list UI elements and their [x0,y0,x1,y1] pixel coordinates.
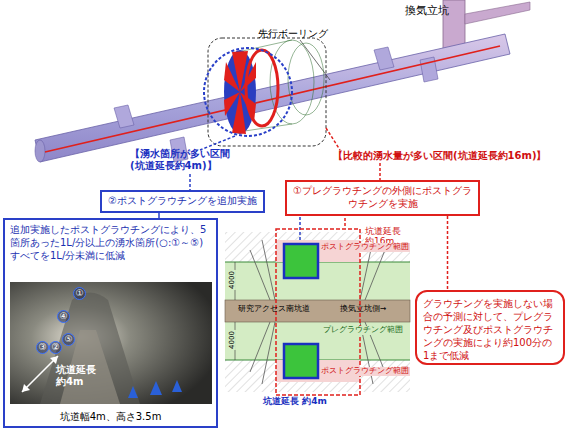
dimension: 坑道延長 約4m [56,364,106,387]
dimension: 4000 [228,270,236,290]
callout-number: ② [49,341,62,354]
connector [447,216,449,290]
tunnel-name: 研究アクセス南坑道 [238,305,310,314]
result-panel: 追加実施したポストグラウチングにより、5箇所あった1L/分以上の湧水箇所(○:①… [3,218,218,428]
part-name: 換気立坑 [405,5,449,18]
range-label: ポストグラウチング範囲 [320,367,410,376]
part-name: 先行ボーリング [258,28,328,40]
photo-caption: 坑道幅4m、高さ3.5m [5,410,216,423]
dimension: 坑道延長 約4m [262,396,328,406]
callout-number: ③ [36,341,49,354]
callout-number: ④ [57,310,70,323]
action-box: ①プレグラウチングの外側にポストグラウチングを実施 [285,180,480,216]
action-box: ②ポストグラウチングを追加実施 [100,190,265,213]
section-heading: 【湧水箇所が多い区間 (坑道延長約4m)】 [130,148,242,171]
direction-label: 換気立坑側→ [340,305,386,314]
box-text: ①プレグラウチングの外側にポストグラウチングを実施 [291,184,474,210]
box-text: グラウチングを実施しない場合の予測に対して、プレグラウチング及びポストグラウチン… [423,297,557,362]
range-label: ポストグラウチング範囲 [320,243,410,252]
section-heading: 【比較的湧水量が多い区間(坑道延長約16m)】 [333,150,546,162]
dimension: 4000 [228,330,236,350]
callout-number: ⑤ [62,333,75,346]
result-callout: グラウチングを実施しない場合の予測に対して、プレグラウチング及びポストグラウチン… [415,290,565,365]
box-text: ②ポストグラウチングを追加実施 [106,194,259,207]
callout-number: ① [73,287,86,300]
range-label: プレグラウチング範囲 [322,326,404,335]
box-text: 追加実施したポストグラウチングにより、5箇所あった1L/分以上の湧水箇所(○:①… [10,223,211,262]
